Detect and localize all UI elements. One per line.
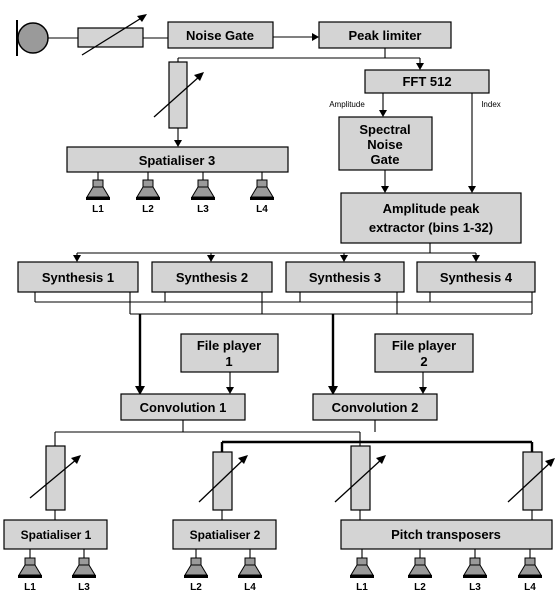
pitch-fader-2-icon: [507, 451, 555, 511]
speaker-icon: [463, 557, 487, 578]
speaker-label: L4: [244, 582, 256, 593]
noise-gate-label: Noise Gate: [186, 28, 254, 43]
speaker-label: L2: [142, 204, 154, 215]
speaker-label: L1: [92, 204, 104, 215]
speaker-label: L1: [356, 582, 368, 593]
amplitude-port-label: Amplitude: [329, 100, 365, 109]
speaker-icon: [72, 557, 96, 578]
spectral-gate-line-1: Spectral: [359, 122, 410, 137]
speaker-label: L3: [197, 204, 209, 215]
convolution-2-block: Convolution 2: [312, 393, 438, 421]
spatialiser-3-label: Spatialiser 3: [139, 153, 216, 168]
file-player-1-line-1: File player: [197, 338, 261, 353]
synthesis-4-label: Synthesis 4: [440, 270, 513, 285]
speaker-label: L3: [78, 582, 90, 593]
speaker-icon: [238, 557, 262, 578]
peak-limiter-block: Peak limiter: [318, 21, 452, 49]
spatialiser1-fader-icon: [29, 445, 81, 511]
convolution-1-block: Convolution 1: [120, 393, 246, 421]
pitch-transposers-label: Pitch transposers: [391, 527, 501, 542]
convolution-2-label: Convolution 2: [332, 400, 419, 415]
microphone-icon: [16, 20, 49, 56]
pitch-fader-1-icon: [334, 445, 386, 511]
speaker-icon: [408, 557, 432, 578]
peak-limiter-label: Peak limiter: [349, 28, 422, 43]
file-player-2-line-1: File player: [392, 338, 456, 353]
convolution-1-label: Convolution 1: [140, 400, 227, 415]
file-player-1-block: File player 1: [180, 333, 279, 373]
amp-peak-line-1: Amplitude peak: [383, 201, 481, 216]
spatialiser-1-label: Spatialiser 1: [21, 528, 92, 542]
synthesis-3-block: Synthesis 3: [285, 261, 405, 293]
amp-peak-line-2: extractor (bins 1-32): [369, 220, 493, 235]
connections: [29, 33, 534, 558]
file-player-2-line-2: 2: [420, 354, 427, 369]
input-fader-icon: [77, 14, 147, 56]
pitch-transposers-block: Pitch transposers: [340, 519, 553, 550]
spatialiser-2-block: Spatialiser 2: [172, 519, 277, 550]
synthesis-3-label: Synthesis 3: [309, 270, 381, 285]
spatialiser2-fader-icon: [198, 451, 248, 511]
spectral-noise-gate-block: Spectral Noise Gate: [338, 116, 433, 171]
fft-block: FFT 512: [364, 69, 490, 94]
spectral-gate-line-3: Gate: [371, 152, 400, 167]
speaker-label: L4: [256, 204, 268, 215]
spatialiser-1-block: Spatialiser 1: [3, 519, 108, 550]
synthesis-1-label: Synthesis 1: [42, 270, 114, 285]
spatialiser-3-block: Spatialiser 3: [66, 146, 289, 173]
synthesis-1-block: Synthesis 1: [17, 261, 139, 293]
speaker-icon: [250, 179, 274, 200]
spatialiser-2-label: Spatialiser 2: [190, 528, 261, 542]
spectral-gate-line-2: Noise: [367, 137, 402, 152]
synthesis-2-block: Synthesis 2: [151, 261, 273, 293]
file-player-2-block: File player 2: [374, 333, 474, 373]
speaker-icon: [86, 179, 110, 200]
index-port-label: Index: [481, 100, 501, 109]
speaker-label: L2: [414, 582, 426, 593]
speaker-label: L2: [190, 582, 202, 593]
noise-gate-block: Noise Gate: [167, 21, 274, 49]
speaker-icon: [18, 557, 42, 578]
speaker-icon: [350, 557, 374, 578]
synthesis-2-label: Synthesis 2: [176, 270, 248, 285]
speaker-label: L3: [469, 582, 481, 593]
synthesis-4-block: Synthesis 4: [416, 261, 536, 293]
speaker-label: L1: [24, 582, 36, 593]
spatialiser3-fader-icon: [153, 61, 204, 129]
speaker-icon: [518, 557, 542, 578]
speaker-icon: [136, 179, 160, 200]
synthesis-output-bus: [34, 292, 533, 315]
speaker-icon: [184, 557, 208, 578]
speaker-label: L4: [524, 582, 536, 593]
file-player-1-line-2: 1: [225, 354, 232, 369]
amplitude-peak-extractor-block: Amplitude peak extractor (bins 1-32): [340, 192, 522, 244]
speaker-icon: [191, 179, 215, 200]
fft-label: FFT 512: [402, 74, 451, 89]
